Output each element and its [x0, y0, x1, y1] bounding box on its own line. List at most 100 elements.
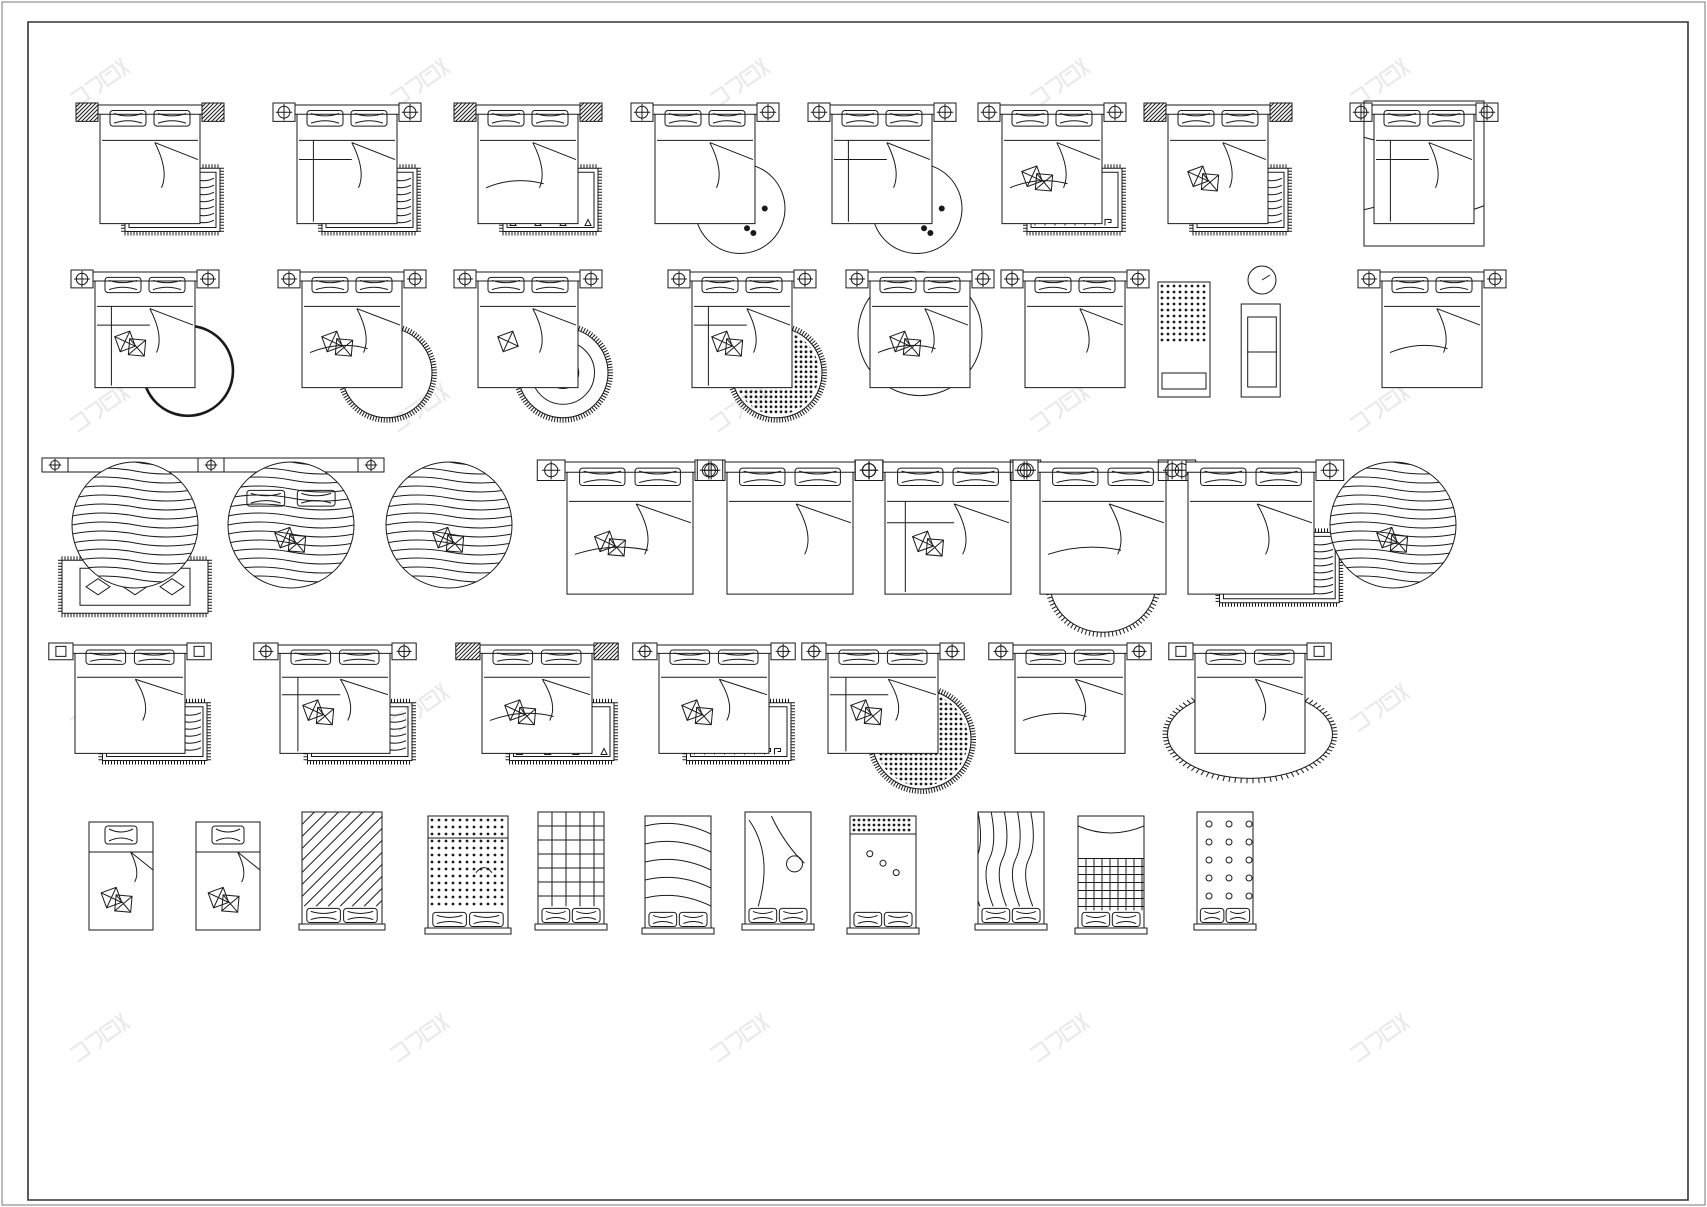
- fringe: [732, 393, 736, 395]
- fringe: [588, 410, 591, 414]
- sheet-fold: [1057, 143, 1100, 188]
- fringe: [1166, 721, 1171, 722]
- dot: [940, 763, 942, 765]
- watermark-mark: [389, 58, 450, 108]
- hatch-line: [475, 643, 492, 660]
- dot: [431, 861, 433, 863]
- dot: [459, 903, 461, 905]
- dot: [945, 718, 947, 720]
- dot: [950, 758, 952, 760]
- hatch-line: [440, 103, 458, 121]
- bed-block-r3-6: [855, 460, 1040, 594]
- bed-frame-group: [883, 462, 1013, 594]
- fringe: [1201, 771, 1204, 775]
- dot: [445, 854, 447, 856]
- fringe: [416, 334, 419, 338]
- nightstand: [1307, 643, 1331, 660]
- fringe: [551, 417, 552, 422]
- pillow: [842, 111, 878, 127]
- dot: [795, 341, 797, 343]
- hatch-line: [192, 103, 210, 121]
- hatch-line: [468, 103, 486, 121]
- fringe: [1052, 606, 1056, 608]
- bed-wave: [1330, 486, 1456, 492]
- nightstand: [187, 643, 211, 660]
- fringe: [1296, 771, 1299, 775]
- dot: [459, 868, 461, 870]
- fringe: [1212, 774, 1214, 778]
- dot: [805, 396, 807, 398]
- fringe: [1235, 778, 1236, 783]
- pillow: [1206, 650, 1246, 664]
- fringe: [410, 329, 413, 333]
- pillow: [854, 912, 882, 926]
- dot: [905, 758, 907, 760]
- throw-pillow-fold: [1035, 174, 1052, 191]
- fringe: [872, 761, 877, 763]
- dot: [765, 406, 767, 408]
- dot: [1191, 321, 1193, 323]
- fringe: [954, 777, 957, 781]
- fringe: [971, 745, 976, 746]
- sheet-fold: [1223, 143, 1266, 188]
- dot: [501, 868, 503, 870]
- pillow: [542, 908, 570, 922]
- dot: [770, 401, 772, 403]
- clip-group: [439, 643, 496, 660]
- sheet-fold: [636, 504, 691, 554]
- fringe: [870, 756, 875, 758]
- fringe: [603, 393, 607, 395]
- band: [1078, 826, 1144, 833]
- dot: [960, 743, 962, 745]
- dot: [755, 401, 757, 403]
- nightstand: [972, 270, 994, 288]
- bed-block-r3-2: [198, 458, 384, 588]
- dot: [878, 819, 880, 821]
- throw-pillow-body: [288, 535, 305, 552]
- pillow-fold: [1260, 471, 1297, 482]
- hatch-line: [452, 103, 470, 121]
- fringe: [896, 783, 898, 787]
- throw-pillow-fold: [1390, 535, 1407, 552]
- fringe: [604, 391, 609, 393]
- bed-wave: [228, 522, 354, 528]
- fringe: [601, 345, 605, 348]
- rug: [1162, 373, 1206, 389]
- pillow-fold: [343, 653, 375, 661]
- fringe: [1056, 612, 1060, 615]
- dot: [910, 763, 912, 765]
- fringe: [608, 367, 613, 368]
- fringe: [1047, 597, 1052, 598]
- dot: [940, 778, 942, 780]
- fringe: [745, 407, 748, 411]
- watermark-stroke: [389, 58, 450, 108]
- watermark-stroke: [1029, 58, 1090, 108]
- throw-pillow-fold: [275, 527, 296, 548]
- dot: [473, 840, 475, 842]
- fringe: [599, 343, 603, 346]
- dot: [873, 824, 875, 826]
- dot: [815, 366, 817, 368]
- dot: [900, 763, 902, 765]
- flower: [1206, 875, 1212, 881]
- sheet-fold: [150, 309, 193, 353]
- bed-frame: [1015, 648, 1125, 753]
- dot: [925, 758, 927, 760]
- dot: [910, 758, 912, 760]
- fringe: [357, 409, 360, 413]
- dot: [858, 829, 860, 831]
- fringe: [939, 688, 941, 693]
- fringe: [1187, 765, 1191, 768]
- pillow: [1384, 111, 1420, 127]
- fringe: [607, 381, 612, 382]
- pillow: [493, 650, 533, 664]
- bed-block-r2-1: [71, 270, 233, 416]
- bed-frame-group: [565, 462, 695, 594]
- dot: [473, 847, 475, 849]
- bed-wave: [228, 513, 354, 519]
- throw-pillow-fold: [595, 531, 616, 552]
- clip-group: [853, 819, 910, 831]
- bed-wave: [72, 522, 198, 528]
- hatch-line: [464, 103, 482, 121]
- fringe: [970, 731, 975, 732]
